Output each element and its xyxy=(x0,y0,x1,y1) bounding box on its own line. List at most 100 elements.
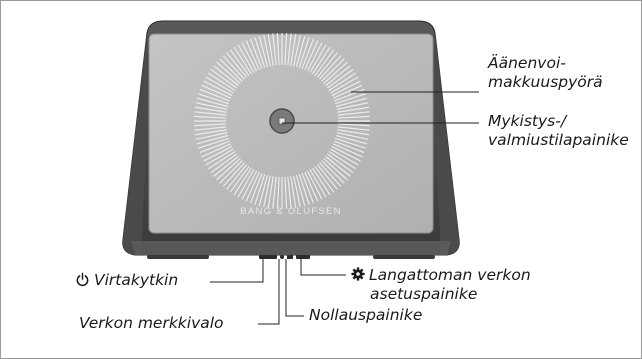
volume-wheel-tick xyxy=(290,33,297,66)
volume-wheel-tick xyxy=(295,35,306,68)
volume-wheel-tick xyxy=(229,49,250,77)
volume-wheel-tick xyxy=(226,164,248,190)
foot-left xyxy=(147,255,209,259)
label-wireless-setup-line2: asetuspainike xyxy=(370,285,478,303)
volume-wheel-tick xyxy=(335,97,368,108)
volume-wheel-tick xyxy=(325,155,351,177)
volume-wheel-tick xyxy=(284,176,288,209)
volume-wheel-tick xyxy=(334,140,365,154)
volume-wheel-tick xyxy=(196,97,229,108)
volume-wheel-tick xyxy=(194,111,227,116)
volume-wheel-tick xyxy=(233,167,253,196)
volume-wheel-tick xyxy=(337,129,370,136)
label-network-light: Verkon merkkivalo xyxy=(79,314,224,333)
power-switch[interactable] xyxy=(259,255,277,259)
volume-wheel-tick xyxy=(196,134,229,145)
wireless-setup-button[interactable] xyxy=(296,255,310,259)
volume-wheel-tick xyxy=(337,115,370,119)
volume-wheel-tick xyxy=(304,171,319,202)
label-volume-wheel: Äänenvoi- makkuuspyörä xyxy=(488,54,603,92)
volume-wheel-tick xyxy=(199,88,230,102)
volume-wheel-tick xyxy=(241,42,258,72)
volume-wheel-tick xyxy=(332,143,363,158)
volume-wheel-tick xyxy=(287,33,292,66)
volume-wheel-tick xyxy=(201,84,232,99)
volume-wheel-tick xyxy=(249,173,263,204)
volume-wheel-tick xyxy=(336,132,369,140)
speaker-side-left xyxy=(122,33,151,255)
volume-wheel-tick xyxy=(229,165,250,193)
leader-network xyxy=(258,259,280,325)
volume-wheel-tick xyxy=(207,72,236,92)
volume-wheel-tick xyxy=(233,46,253,75)
volume-wheel-tick xyxy=(331,145,361,162)
leader-reset xyxy=(285,259,304,317)
volume-wheel-tick xyxy=(194,115,227,119)
brand-logo: BANG & OLUFSEN xyxy=(240,206,342,217)
leader-power xyxy=(210,259,264,283)
volume-wheel-tick xyxy=(301,173,315,204)
volume-wheel-tick xyxy=(258,35,269,68)
volume-wheel-tick xyxy=(210,153,238,174)
gear-icon xyxy=(351,267,365,281)
label-reset-button-text: Nollauspainike xyxy=(309,306,423,324)
volume-wheel-tick xyxy=(330,148,359,166)
label-mute-standby-line1: Mykistys-/ xyxy=(488,112,567,130)
volume-wheel-tick xyxy=(335,134,368,145)
volume-wheel-tick xyxy=(219,58,243,82)
volume-wheel-tick xyxy=(334,88,365,102)
volume-wheel-tick xyxy=(267,176,274,209)
volume-wheel-tick xyxy=(272,33,277,66)
power-icon xyxy=(76,272,89,287)
volume-wheel-tick xyxy=(337,111,370,116)
volume-wheel-tick xyxy=(254,174,266,205)
volume-wheel-tick xyxy=(309,169,327,198)
volume-wheel-tick xyxy=(328,72,357,92)
volume-wheel-tick xyxy=(210,68,238,89)
volume-wheel-tick xyxy=(198,137,229,149)
label-mute-standby: Mykistys-/ valmiustilapainike xyxy=(488,112,629,150)
volume-wheel-tick xyxy=(298,37,310,68)
volume-wheel-tick xyxy=(207,150,236,170)
volume-wheel-tick xyxy=(316,164,338,190)
volume-wheel-tick xyxy=(222,55,245,80)
volume-wheel-tick xyxy=(213,155,239,177)
volume-wheel-tick xyxy=(205,76,234,94)
foot-right xyxy=(373,255,435,259)
volume-wheel-tick xyxy=(328,150,357,170)
label-power-switch: Virtakytkin xyxy=(75,271,178,290)
volume-wheel-tick xyxy=(335,137,366,149)
volume-wheel-tick xyxy=(306,42,323,72)
mute-standby-button-mark xyxy=(278,117,286,125)
volume-wheel-tick xyxy=(263,34,271,67)
volume-wheel-tick xyxy=(198,93,229,105)
reset-button[interactable] xyxy=(287,255,293,259)
volume-wheel-tick xyxy=(216,61,241,84)
volume-wheel-tick xyxy=(205,148,234,166)
volume-wheel-tick xyxy=(306,170,323,200)
volume-wheel-ticks[interactable] xyxy=(194,33,370,209)
volume-wheel-tick xyxy=(321,160,345,184)
volume-wheel-tick xyxy=(272,176,277,209)
label-wireless-setup: Langattoman verkon asetuspainike xyxy=(351,266,531,304)
volume-wheel-tick xyxy=(267,33,274,66)
volume-wheel-tick xyxy=(245,40,260,71)
volume-wheel-tick xyxy=(314,49,335,77)
leader-lines xyxy=(210,91,479,325)
volume-wheel-tick xyxy=(276,176,280,209)
label-mute-standby-line2: valmiustilapainike xyxy=(488,131,629,149)
leader-wireless xyxy=(300,259,346,276)
volume-wheel-tick xyxy=(309,44,327,73)
volume-wheel-tick xyxy=(194,106,227,113)
volume-wheel-tick xyxy=(195,132,228,140)
volume-wheel-tick xyxy=(241,170,258,200)
volume-wheel-tick xyxy=(316,52,338,78)
volume-wheel-tick xyxy=(203,145,233,162)
volume-wheel-tick xyxy=(304,40,319,71)
volume-wheel-tick xyxy=(245,171,260,202)
volume-wheel-tick xyxy=(326,153,354,174)
volume-wheel-tick xyxy=(226,52,248,78)
volume-wheel-tick xyxy=(325,65,351,87)
volume-wheel-tick xyxy=(332,84,363,99)
